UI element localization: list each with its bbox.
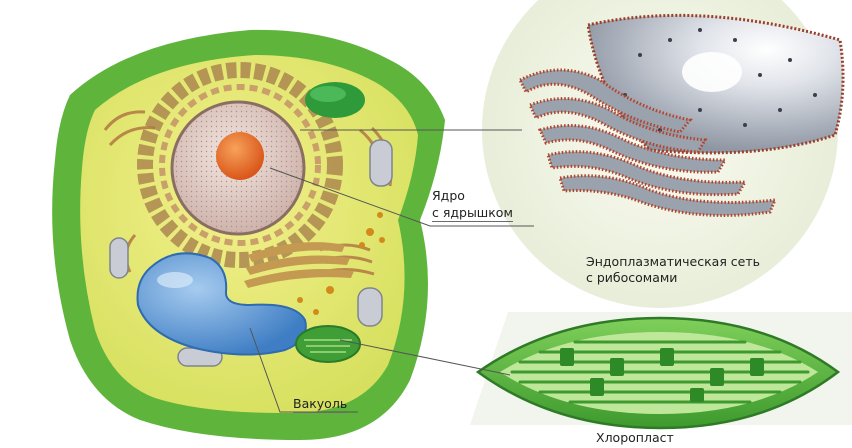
vacuole-label: Вакуоль bbox=[293, 396, 347, 413]
er-label-line1: Эндоплазматическая сеть bbox=[586, 254, 760, 269]
chloroplast-in-cell bbox=[296, 326, 360, 362]
plant-cell bbox=[52, 30, 445, 440]
nucleus-label-line2: с ядрышком bbox=[432, 205, 513, 222]
nucleolus bbox=[216, 132, 264, 180]
er-label-line2: с рибосомами bbox=[586, 270, 677, 285]
chloroplast-inset bbox=[470, 312, 852, 428]
chloroplast-label: Хлоропласт bbox=[596, 430, 674, 445]
nucleus-label-line1: Ядро bbox=[432, 188, 465, 203]
